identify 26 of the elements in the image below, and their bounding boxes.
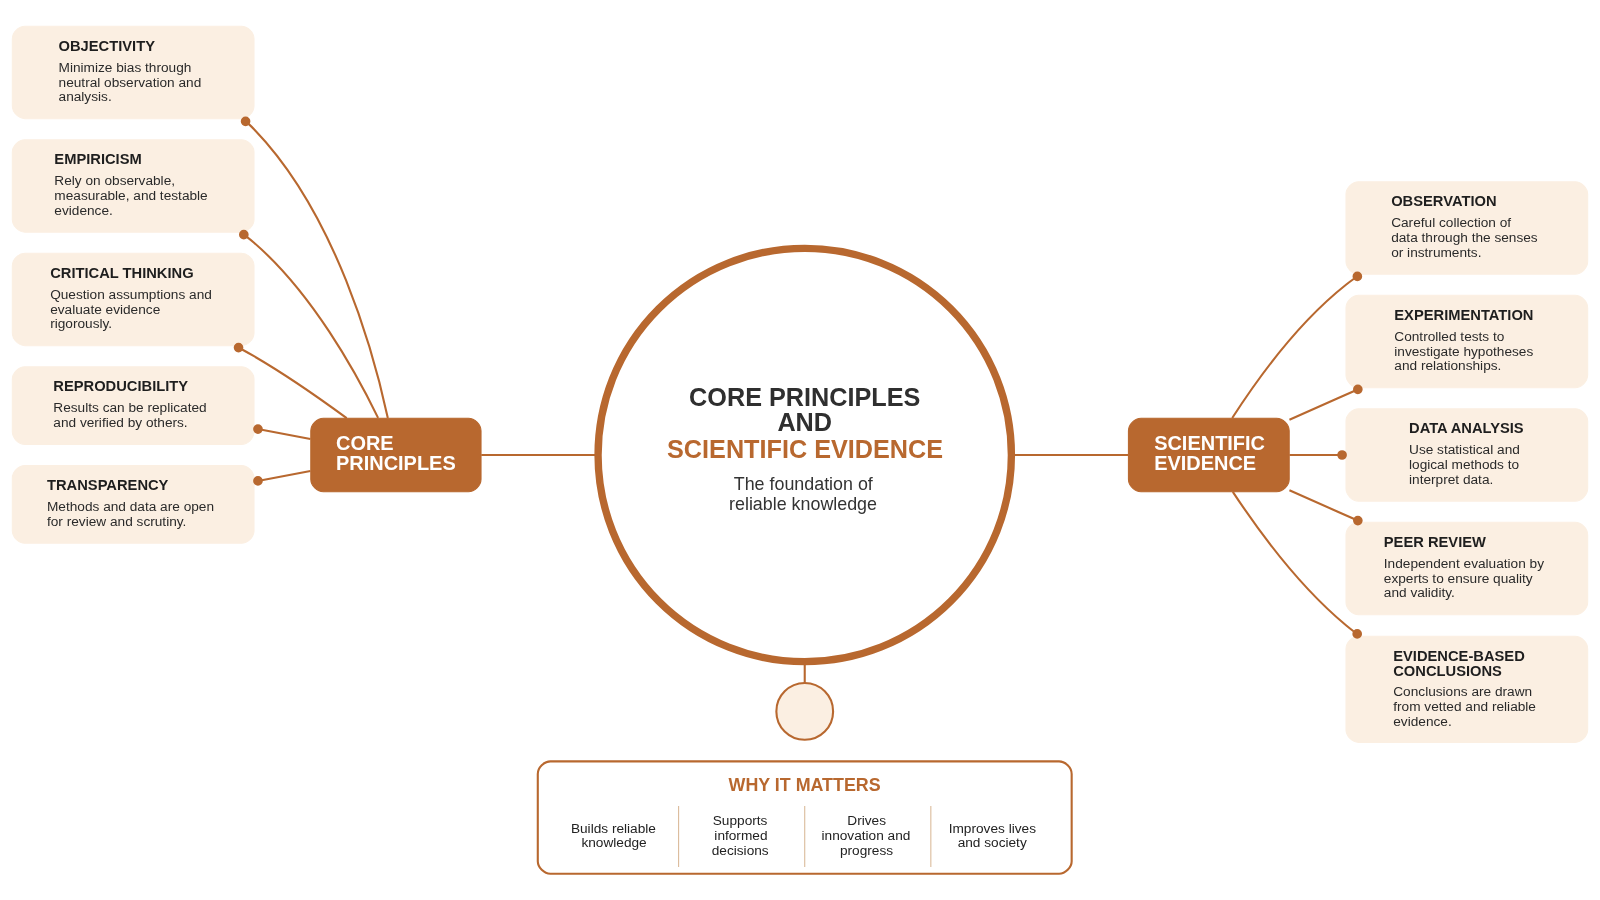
node-box: CORE PRINCIPLES — [310, 417, 482, 493]
node-box: OBSERVATION Careful collection of data through the senses or instruments. — [1345, 181, 1589, 275]
node-box: EVIDENCE-BASED CONCLUSIONS Conclusions are drawn from vetted and reliable evidence. — [1345, 635, 1589, 743]
connector — [1289, 384, 1363, 421]
connector — [253, 424, 311, 441]
node-box: OBJECTIVITY Minimize bias through neutral observation and analysis. — [11, 25, 255, 120]
node-circle — [775, 682, 835, 741]
connector — [239, 229, 380, 419]
connector — [1289, 489, 1363, 526]
node-box: SCIENTIFIC EVIDENCE — [1127, 417, 1290, 493]
connector — [481, 453, 598, 457]
connector — [1231, 271, 1363, 419]
node-circle: CORE PRINCIPLES AND SCIENTIFIC EVIDENCE The foundation of reliable knowledge — [594, 244, 1016, 666]
node-box: CRITICAL THINKING Question assumptions and evaluate evidence rigorously. — [11, 252, 255, 347]
node-box: PEER REVIEW Independent evaluation by experts to ensure quality and validity. — [1345, 521, 1589, 616]
node-box: WHY IT MATTERS Builds reliable knowledge Supports informed decisions Drives innovation and progress Improves lives and society — [536, 760, 1073, 875]
node-box: TRANSPARENCY Methods and data are open for review and scrutiny. — [11, 464, 255, 544]
node-box: EMPIRICISM Rely on observable, measurable, and testable evidence. — [11, 139, 255, 233]
connector — [240, 116, 389, 419]
node-box: DATA ANALYSIS Use statistical and logical methods to interpret data. — [1345, 408, 1589, 502]
connector — [1289, 450, 1347, 460]
node-box: EXPERIMENTATION Controlled tests to investigate hypotheses and relationships. — [1345, 294, 1589, 389]
node-box: REPRODUCIBILITY Results can be replicated and verified by others. — [11, 366, 255, 445]
connector — [1231, 491, 1363, 639]
connector — [233, 342, 348, 419]
connector — [253, 469, 311, 486]
